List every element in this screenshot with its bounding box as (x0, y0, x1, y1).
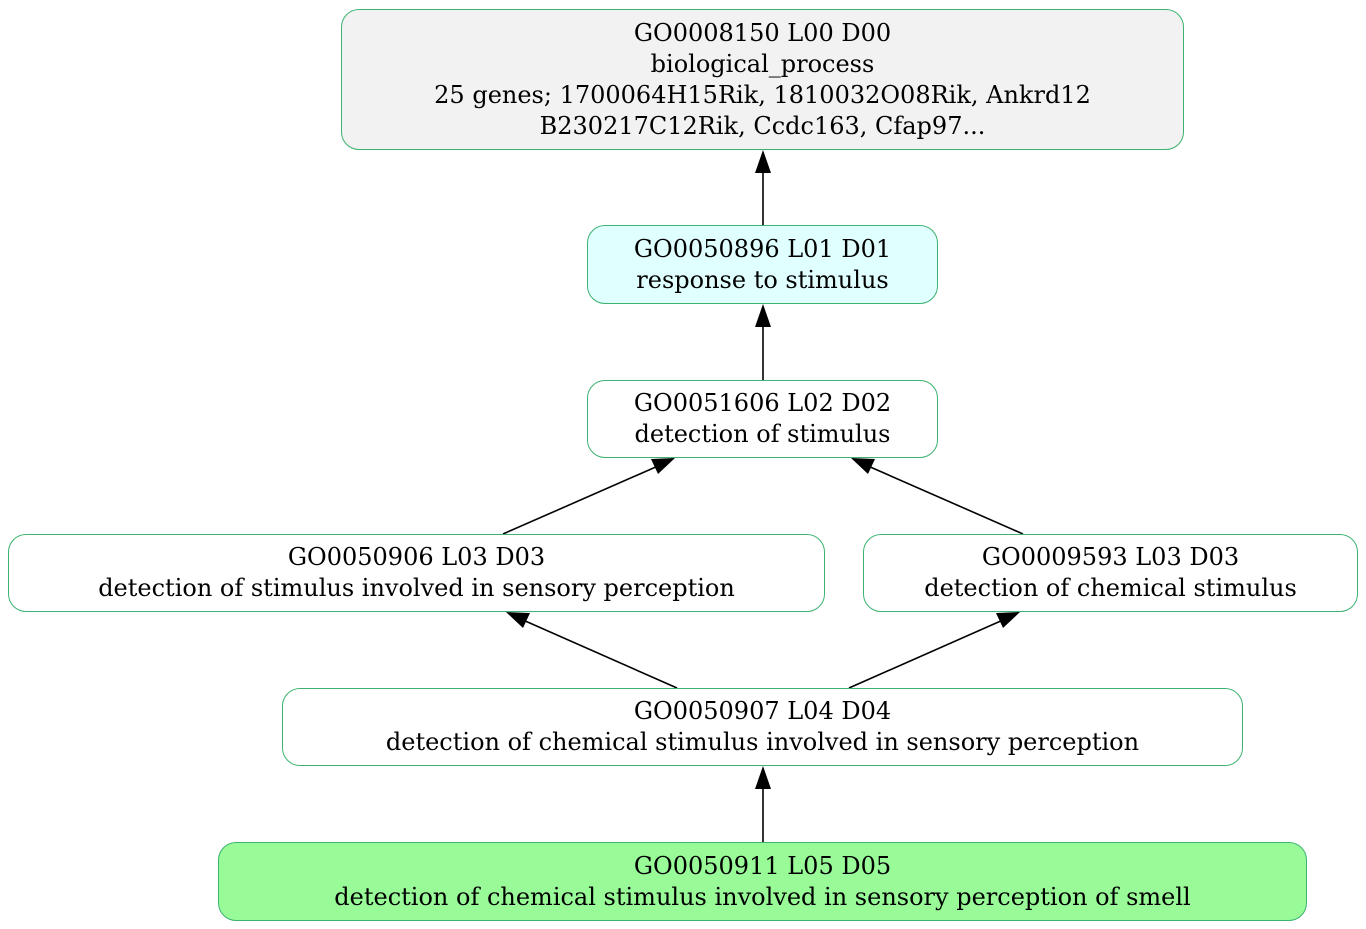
node-id-label: GO0050907 L04 D04 (633, 697, 892, 725)
arrowhead-n1-to-n0 (755, 150, 771, 173)
node-GO0050906: GO0050906 L03 D03 detection of stimulus … (8, 534, 825, 612)
node-GO0008150: GO0008150 L00 D00 biological_process 25 … (341, 9, 1184, 150)
node-term-label: detection of chemical stimulus (924, 574, 1297, 602)
node-id-label: GO0050911 L05 D05 (633, 851, 892, 880)
edge-n4-to-n2 (867, 465, 1024, 535)
arrowhead-n5-to-n3 (506, 612, 530, 628)
edge-n3-to-n2 (502, 465, 659, 535)
node-GO0050911: GO0050911 L05 D05 detection of chemical … (218, 842, 1307, 921)
node-id-label: GO0050896 L01 D01 (633, 234, 892, 263)
arrowhead-n3-to-n2 (651, 458, 675, 474)
node-id-label: GO0051606 L02 D02 (633, 389, 892, 417)
node-id-label: GO0050906 L03 D03 (287, 543, 546, 571)
node-genes-label-cont: B230217C12Rik, Ccdc163, Cfap97... (539, 111, 986, 140)
node-term-label: biological_process (650, 49, 875, 78)
node-id-label: GO0009593 L03 D03 (981, 543, 1240, 571)
node-term-label: detection of stimulus (634, 420, 891, 448)
arrowhead-n2-to-n1 (755, 304, 771, 327)
arrowhead-n5-to-n4 (996, 612, 1020, 628)
arrowhead-n6-to-n5 (755, 766, 771, 789)
node-GO0050907: GO0050907 L04 D04 detection of chemical … (282, 688, 1243, 766)
arrowhead-n4-to-n2 (851, 458, 875, 474)
node-GO0050896: GO0050896 L01 D01 response to stimulus (587, 225, 938, 304)
node-id-label: GO0008150 L00 D00 (633, 18, 892, 47)
node-GO0009593: GO0009593 L03 D03 detection of chemical … (863, 534, 1358, 612)
edge-n5-to-n3 (522, 619, 678, 689)
node-term-label: detection of stimulus involved in sensor… (98, 574, 735, 602)
node-term-label: detection of chemical stimulus involved … (334, 882, 1191, 911)
node-genes-label: 25 genes; 1700064H15Rik, 1810032O08Rik, … (434, 80, 1091, 109)
node-term-label: detection of chemical stimulus involved … (385, 728, 1140, 756)
node-term-label: response to stimulus (636, 265, 889, 294)
node-GO0051606: GO0051606 L02 D02 detection of stimulus (587, 380, 938, 458)
edge-n5-to-n4 (848, 619, 1004, 689)
